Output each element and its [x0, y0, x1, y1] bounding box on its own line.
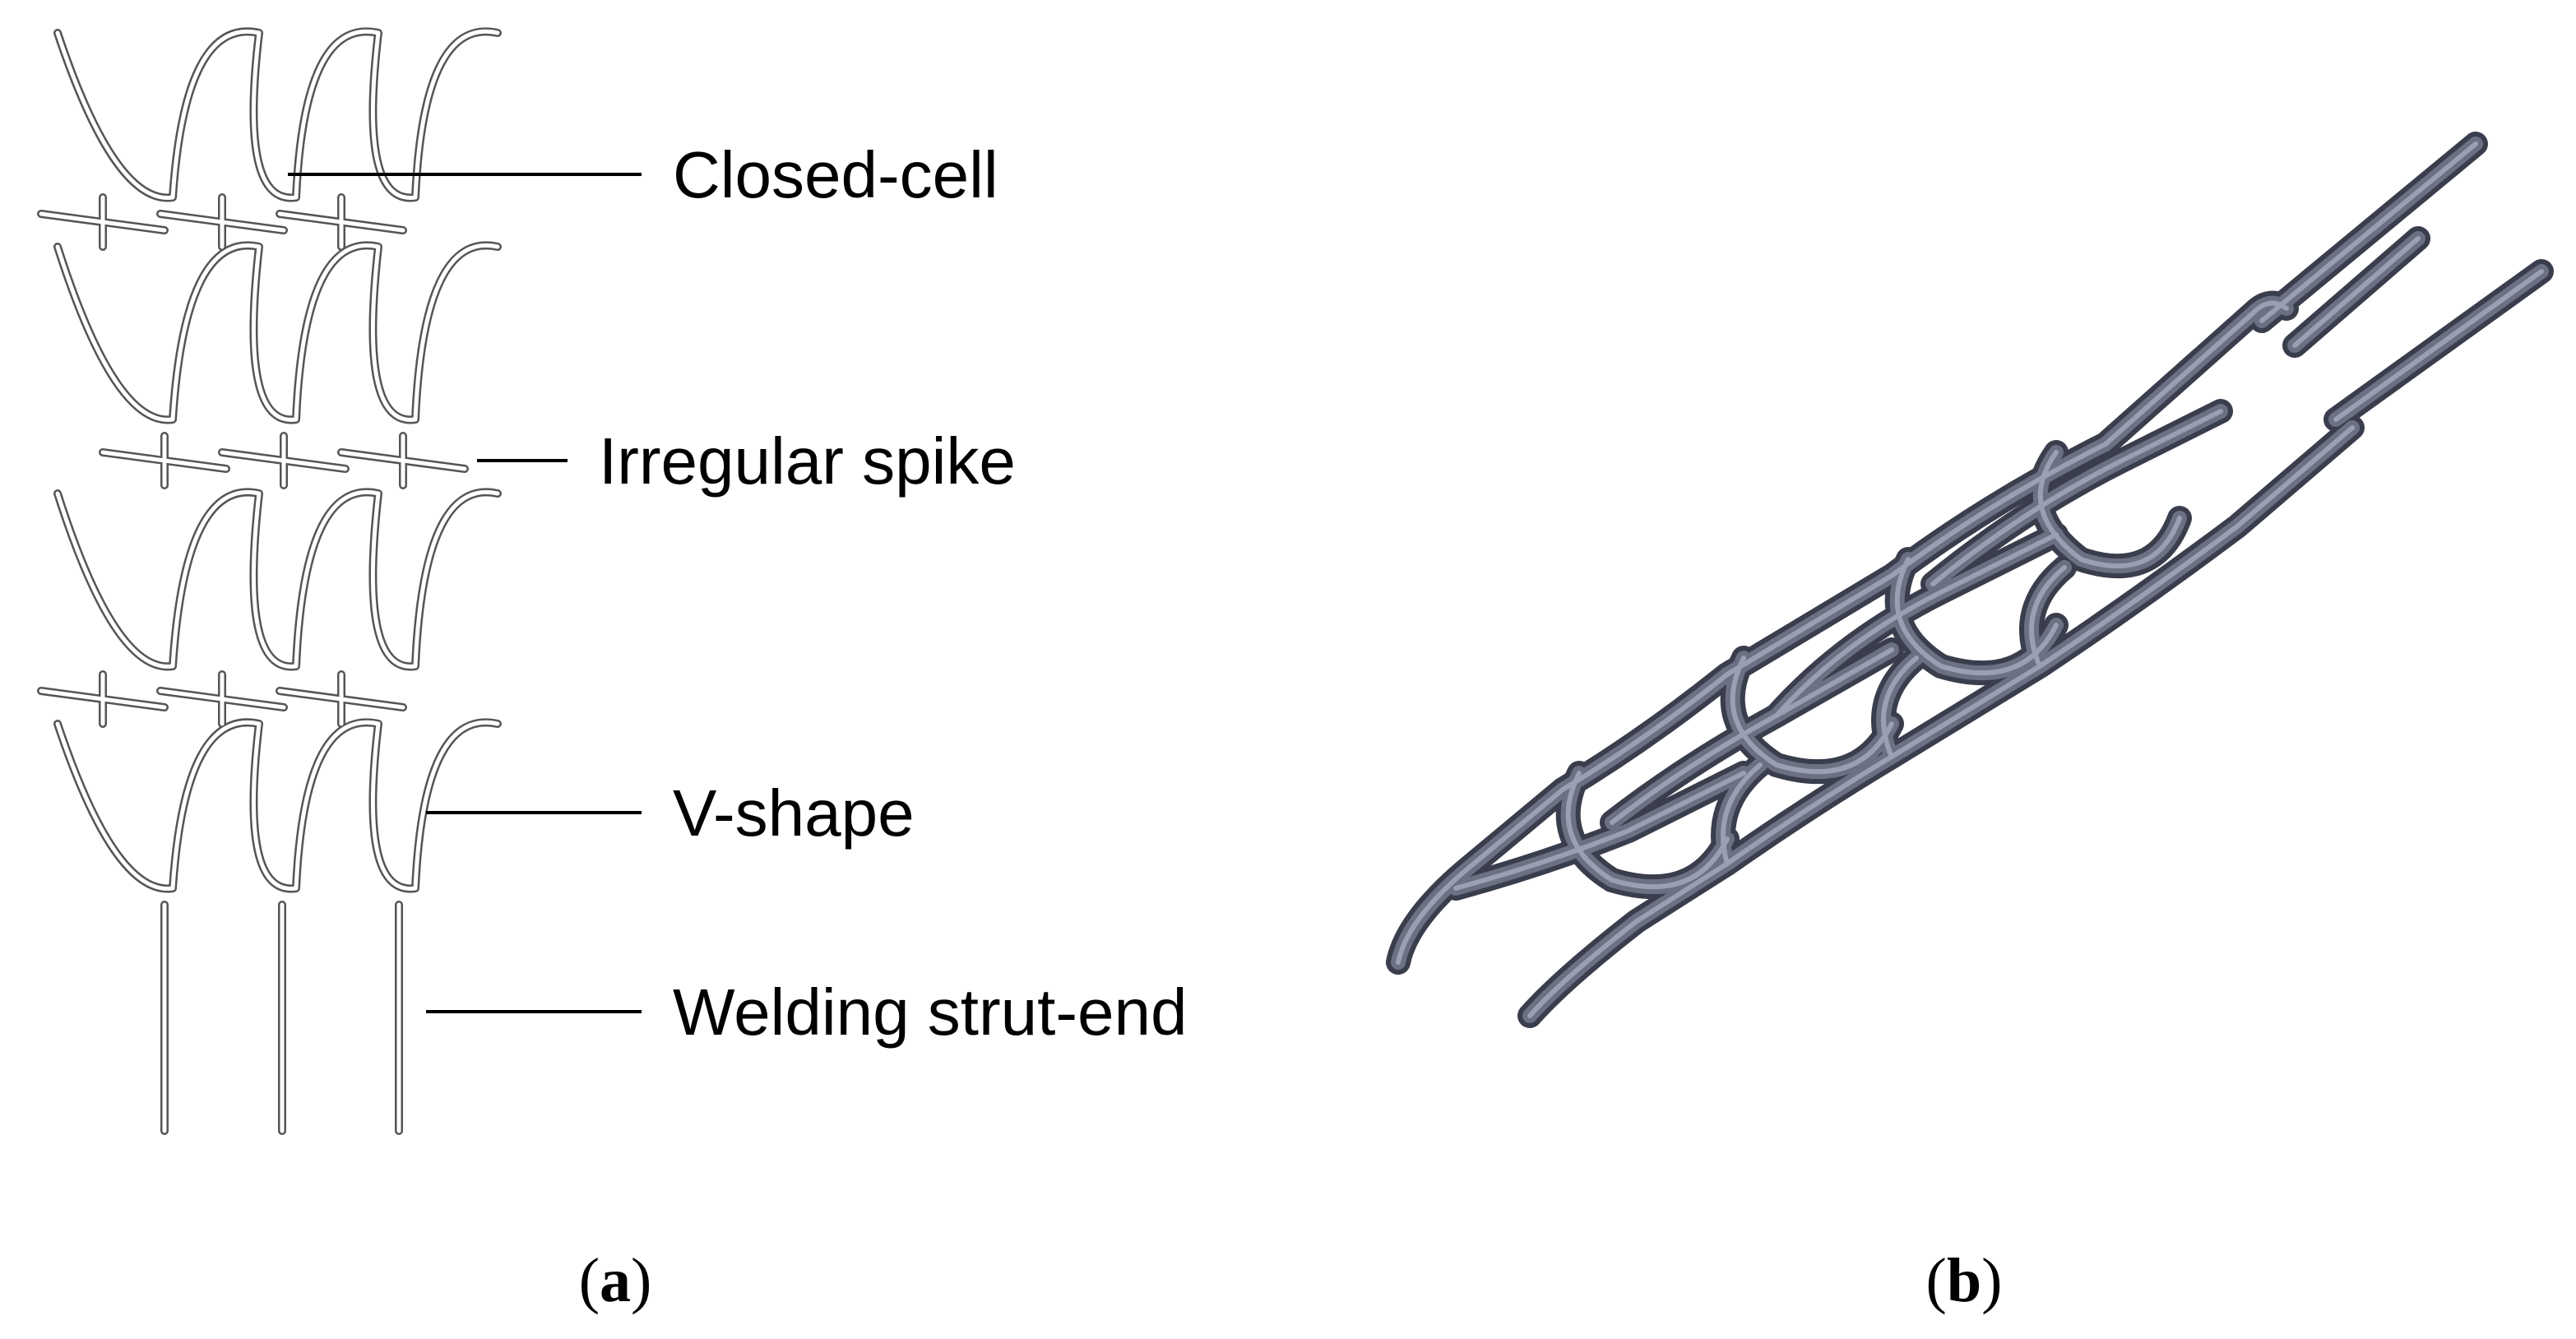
stent-3d-model [1386, 132, 2554, 1028]
stent-strut-highlight [1396, 300, 2289, 965]
caption-a-open: ( [579, 1246, 600, 1315]
stent-strut-highlight [1930, 409, 2223, 586]
zigzag-rings-inner [55, 29, 500, 891]
irregular-spike-label: Irregular spike [599, 424, 1016, 498]
stent-strut-highlight [1894, 557, 2059, 676]
stent-strut-highlight [1610, 647, 1894, 825]
caption-b-letter: b [1947, 1246, 1981, 1315]
caption-b-close: ) [1981, 1246, 2002, 1315]
caption-a-letter: a [600, 1246, 631, 1315]
stent-strut-highlight [2333, 269, 2544, 422]
stent-strut-highlight [2037, 450, 2182, 569]
connector-cross-inner [277, 672, 405, 726]
caption-a-close: ) [631, 1246, 651, 1315]
connector-cross-inner [277, 195, 405, 249]
welding-strut-end-label: Welding strut-end [673, 975, 1188, 1049]
stent-strut-highlight [1721, 762, 1763, 866]
stent-pattern-inner [39, 29, 500, 1133]
connector-cross-inner [39, 672, 167, 726]
stent-strut-highlight [1527, 425, 2355, 1018]
stent-strut-highlight [2259, 141, 2478, 323]
closed-cell-label: Closed-cell [673, 138, 998, 211]
stent-strut-highlight [1565, 771, 1730, 890]
stent-strut-highlight [1730, 656, 1894, 775]
connector-cross-inner [220, 433, 348, 488]
caption-b: (b) [1926, 1246, 2003, 1315]
connector-cross-inner [100, 433, 229, 488]
connector-cross-inner [158, 195, 286, 249]
caption-a: (a) [579, 1246, 652, 1315]
stent-strut-highlight [1774, 532, 2059, 718]
connector-cross-inner [339, 433, 467, 488]
stent-pattern-outline [37, 27, 502, 1135]
v-shape-label: V-shape [673, 776, 915, 850]
stent-strut-highlight [1453, 771, 1746, 891]
connector-cross-inner [158, 672, 286, 726]
flat-stent-pattern [37, 27, 502, 1135]
stent-strut-highlight [2292, 236, 2421, 348]
caption-b-open: ( [1926, 1246, 1947, 1315]
connector-cross-inner [39, 195, 167, 249]
stent-strut-highlight [1881, 656, 1919, 759]
